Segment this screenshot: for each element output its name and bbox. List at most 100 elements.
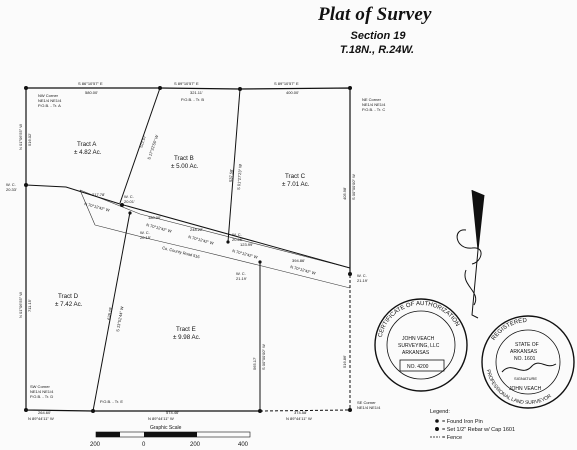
tract-c-name: Tract C (285, 173, 306, 180)
road-dist-4: 123.99' (240, 242, 253, 247)
found-pin-n2 (238, 87, 242, 91)
tract-e-name: Tract E (176, 326, 196, 333)
road-bearing-3: N 70°12'42" W (188, 234, 215, 246)
line-road-center (25, 184, 351, 269)
se-corner-2: NE1/4 NE1/4 (357, 405, 381, 410)
tract-d-area: ± 7.42 Ac. (55, 301, 83, 308)
seal-left-company: SURVEYING, LLC (398, 343, 440, 349)
fence-south (259, 409, 351, 412)
scale-bar-seg-2 (144, 432, 197, 437)
surveyor-seal: REGISTERED PROFESSIONAL LAND SURVEYOR ST… (481, 315, 575, 409)
found-pin-s1 (91, 409, 95, 413)
road-bearing-4: N 70°12'42" W (232, 248, 259, 260)
set-rebar-3 (226, 240, 230, 244)
legend-fence: = Fence (442, 435, 462, 441)
seal-right-signature: SIGNATURE (514, 376, 537, 381)
nw-corner-2: NE1/4 NE1/4 (38, 98, 62, 103)
township-label: T.18N., R.24W. (339, 44, 415, 56)
road-west-end (79, 189, 96, 226)
found-pin-sw (24, 408, 28, 412)
bearing-bottom-2: N 89°44'11" W (286, 416, 312, 421)
graphic-scale: Graphic Scale 200 0 200 400 (90, 425, 251, 448)
seal-right-number: NO. 1601 (514, 356, 536, 362)
legend: Legend: = Found Iron Pin = Set 1/2" Reba… (430, 409, 515, 441)
sw-corner-1: SW Corner (30, 384, 50, 389)
dist-east: 405.98' (342, 187, 347, 200)
dist-east-lower: 516.86' (342, 355, 347, 368)
dist-line-ab: 522.57' (138, 134, 147, 148)
tract-b-area: ± 5.00 Ac. (171, 163, 199, 170)
wc-6-dist: 21.19' (357, 278, 368, 283)
seal-left-name: JOHN VEACH (402, 336, 435, 342)
found-pin-east (348, 272, 352, 276)
section-label: Section 19 (350, 30, 406, 42)
sw-corner-2: NE1/4 NE1/4 (30, 389, 54, 394)
wc-1-label: W. C. (6, 182, 16, 187)
tract-lines (25, 87, 351, 412)
line-tract-b-c (227, 88, 241, 243)
fence-lines (259, 275, 351, 412)
markers (24, 86, 352, 413)
found-pin-se (348, 408, 352, 412)
seal-right-state: STATE OF (515, 342, 539, 348)
wc-3-label: W. C. (140, 230, 150, 235)
bearing-top-3: S 89°10'57" E (274, 81, 299, 86)
plat-title: Plat of Survey (318, 4, 432, 25)
road-name: Co. County Road 516 (162, 245, 201, 259)
scale-tick-3: 200 (190, 442, 201, 448)
tract-a-name: Tract A (77, 141, 97, 148)
bearing-line-de: S 13°52'44" W (115, 306, 124, 332)
found-pin-nw (24, 86, 28, 90)
scale-title: Graphic Scale (150, 425, 182, 431)
seal-left-state: ARKANSAS (402, 350, 430, 356)
pob-tract-b: P.O.B. - Tr. B (181, 97, 204, 102)
seal-right-outer-top: REGISTERED (491, 318, 528, 342)
dist-west-lower: 711.15' (27, 299, 32, 312)
found-pin-s2 (258, 409, 262, 413)
bearing-line-e: S 00°00'00" W (261, 344, 266, 370)
seal-right-state-name: ARKANSAS (510, 349, 538, 355)
wc-2-label: W. C. (124, 194, 134, 199)
legend-rebar: = Set 1/2" Rebar w/ Cap 1601 (442, 427, 515, 433)
bearing-bottom-1: N 89°44'11" W (148, 416, 174, 421)
legend-found-pin-icon (435, 419, 439, 423)
seal-left-number: NO. 4200 (407, 364, 429, 370)
dist-bottom-1: 574.46' (166, 410, 179, 415)
dist-bottom-left: 264.60' (38, 410, 51, 415)
dist-west-upper: 516.02' (27, 133, 32, 146)
scale-bar-seg-1 (96, 432, 120, 437)
bearing-bottom-left: N 89°44'11" W (28, 416, 54, 421)
wc-1-dist: 20.33' (6, 187, 17, 192)
line-tract-d-e (92, 211, 131, 412)
tract-d-name: Tract D (58, 293, 79, 300)
legend-found-pin: = Found Iron Pin (442, 419, 483, 425)
road-dist-3: 248.22' (190, 227, 203, 232)
road-bearing-5: N 70°12'42" W (290, 264, 317, 276)
bearing-line-ab: S 17°22'55" W (146, 134, 159, 160)
tract-c-area: ± 7.01 Ac. (282, 181, 310, 188)
boundary-west-south (25, 88, 260, 412)
dist-line-bc: 537.58' (228, 169, 234, 183)
bearing-line-bc: S 01°27'23" W (236, 164, 243, 190)
found-pin-west (24, 183, 28, 187)
dist-line-e: 565.17' (252, 357, 257, 370)
set-rebar-4 (258, 260, 262, 264)
tract-a-area: ± 4.82 Ac. (74, 149, 102, 156)
bearing-top-1: S 86°10'57" E (78, 81, 103, 86)
scale-tick-2: 0 (142, 442, 146, 448)
line-tract-a-b (119, 87, 161, 204)
certificate-seal: CERTIFICATE OF AUTHORIZATION JOHN VEACH … (374, 298, 468, 392)
dist-line-de: 628.19' (106, 306, 113, 320)
wc-4-dist: 20.66' (232, 237, 243, 242)
wc-6-label: W. C. (357, 273, 367, 278)
ne-corner-2: NE1/4 NE1/4 (362, 102, 386, 107)
dist-top-2: 321.11' (190, 90, 203, 95)
scale-tick-1: 200 (90, 442, 101, 448)
road-bearing-2: N 70°12'42" W (146, 222, 173, 234)
found-pin-n1 (158, 86, 162, 90)
legend-title: Legend: (430, 409, 450, 415)
road-dist-1: 217.78' (92, 192, 105, 197)
bearing-east: S 00°00'00" W (351, 174, 356, 200)
found-pin-ne (348, 86, 352, 90)
